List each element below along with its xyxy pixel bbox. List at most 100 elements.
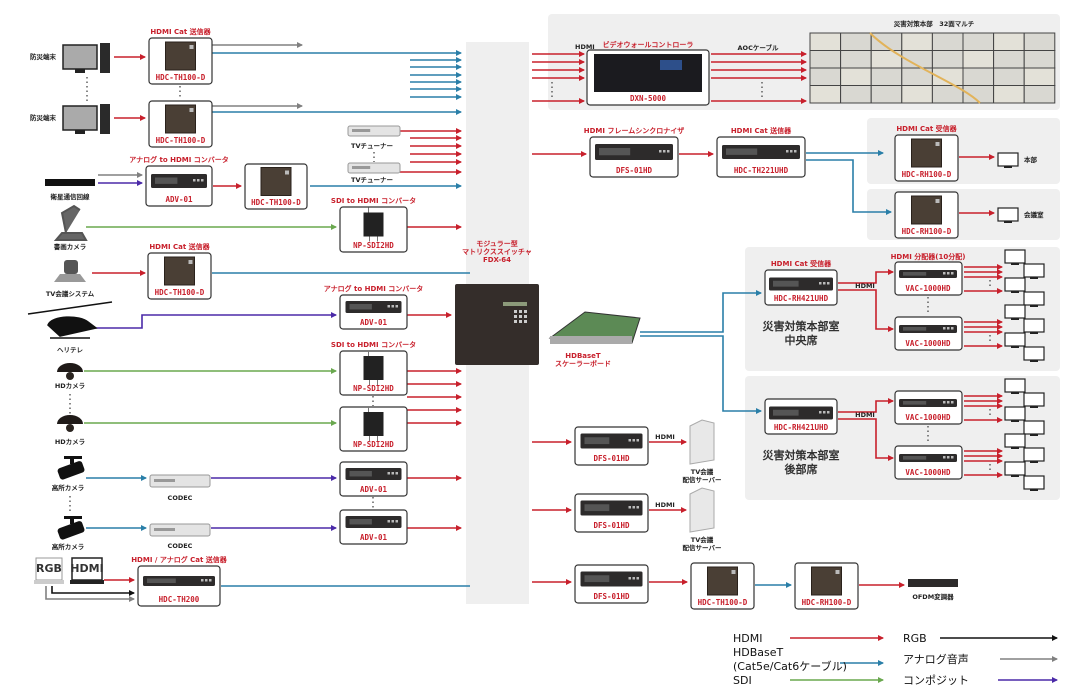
source-label: ヘリテレ bbox=[57, 346, 84, 354]
device-model: DFS-01HD bbox=[593, 454, 630, 463]
mount-glyph bbox=[70, 518, 74, 524]
port-glyph bbox=[189, 108, 194, 112]
front-panel-glyph bbox=[349, 304, 372, 310]
port-glyph bbox=[935, 199, 940, 203]
lcd-glyph bbox=[503, 302, 527, 306]
device-title: SDI to HDMI コンバータ bbox=[331, 196, 416, 205]
button-glyph bbox=[947, 327, 950, 330]
monitor-stand-glyph bbox=[1030, 360, 1038, 362]
device-model: ADV-01 bbox=[360, 533, 388, 542]
laptop-base-glyph bbox=[70, 580, 104, 584]
video-wall-panel bbox=[993, 50, 1025, 69]
camera-body-glyph bbox=[57, 461, 85, 480]
button-glyph bbox=[663, 150, 666, 153]
monitor-icon bbox=[1023, 475, 1045, 490]
front-panel-glyph bbox=[773, 409, 799, 416]
button-glyph bbox=[951, 401, 954, 404]
device-model: DFS-01HD bbox=[593, 521, 630, 530]
button-glyph bbox=[395, 472, 398, 475]
display-glyph bbox=[660, 60, 682, 70]
port-glyph bbox=[835, 570, 840, 574]
satellite-receiver-icon bbox=[45, 179, 95, 186]
front-panel-glyph bbox=[903, 327, 927, 331]
monitor-stand-glyph bbox=[1011, 392, 1019, 394]
pc-tower-glyph bbox=[100, 43, 110, 73]
sdi-converter-icon bbox=[363, 412, 384, 436]
button-glyph bbox=[209, 579, 212, 582]
device-model: HDC-RH100-D bbox=[902, 170, 952, 179]
video-wall-panel bbox=[1023, 85, 1056, 104]
button-glyph bbox=[947, 272, 950, 275]
port-glyph bbox=[935, 142, 940, 146]
camera-body-glyph bbox=[57, 521, 85, 540]
device-title: SDI to HDMI コンバータ bbox=[331, 340, 416, 349]
front-panel-glyph bbox=[584, 504, 610, 512]
device-model: HDC-TH100-D bbox=[156, 73, 206, 82]
video-wall-panel bbox=[1023, 67, 1056, 86]
video-wall-panel bbox=[809, 85, 842, 104]
device-model: HDC-RH421UHD bbox=[774, 294, 829, 303]
button-glyph bbox=[387, 472, 390, 475]
monitor-stand-glyph bbox=[1004, 166, 1012, 168]
device-model: HDC-RH100-D bbox=[902, 227, 952, 236]
hdmi-label: HDMI bbox=[655, 433, 675, 441]
video-wall-panel bbox=[809, 32, 842, 51]
matrix-title: FDX-64 bbox=[483, 256, 511, 264]
port-glyph bbox=[188, 260, 193, 264]
source-label: 衛星通信回線 bbox=[50, 192, 91, 201]
server-label: 配信サーバー bbox=[683, 543, 722, 552]
device-model: VAC-1000HD bbox=[905, 284, 951, 293]
video-wall-panel bbox=[901, 85, 933, 104]
keypad-glyph bbox=[514, 320, 517, 323]
monitor-stand-glyph bbox=[1011, 318, 1019, 320]
button-glyph bbox=[391, 305, 394, 308]
source-label: 書画カメラ bbox=[54, 242, 87, 251]
cat-extender-icon bbox=[811, 566, 842, 596]
button-glyph bbox=[636, 439, 639, 442]
front-panel-glyph bbox=[147, 578, 176, 584]
lens-glyph bbox=[66, 424, 74, 432]
monitor-stand-glyph bbox=[1011, 291, 1019, 293]
legend-label: コンポジット bbox=[903, 674, 969, 687]
device-model: DFS-01HD bbox=[593, 592, 630, 601]
front-panel-glyph bbox=[584, 437, 610, 445]
button-glyph bbox=[790, 150, 793, 153]
monitor-icon bbox=[1023, 318, 1045, 333]
bullet-camera-icon bbox=[64, 516, 82, 519]
laptop-base-glyph bbox=[34, 580, 64, 584]
cable-rgb bbox=[51, 586, 135, 596]
hdmi-laptop-label: HDMI bbox=[70, 562, 103, 575]
dome-camera-icon bbox=[57, 363, 83, 372]
codec-label: CODEC bbox=[168, 542, 193, 550]
board-faceplate-glyph bbox=[550, 336, 632, 344]
monitor-stand-glyph bbox=[1011, 447, 1019, 449]
legend-label: アナログ音声 bbox=[903, 652, 969, 666]
legend-label: HDMI bbox=[733, 632, 762, 645]
monitor-icon bbox=[997, 207, 1019, 222]
matrix-switcher-icon bbox=[455, 284, 539, 365]
keypad-glyph bbox=[519, 320, 522, 323]
monitor-stand-glyph bbox=[75, 69, 85, 73]
monitor-icon bbox=[1023, 420, 1045, 435]
pc-tower-glyph bbox=[100, 104, 110, 134]
codec-icon bbox=[149, 474, 211, 488]
button-glyph bbox=[943, 401, 946, 404]
hdmi-label: HDMI bbox=[655, 501, 675, 509]
monitor-stand-glyph bbox=[75, 130, 85, 134]
device-model: VAC-1000HD bbox=[905, 413, 951, 422]
front-panel-glyph bbox=[903, 456, 927, 460]
hdmi-label: HDMI bbox=[855, 282, 875, 290]
button-glyph bbox=[197, 179, 200, 182]
button-glyph bbox=[794, 150, 797, 153]
server-icon bbox=[689, 419, 715, 465]
source-label: TV会議システム bbox=[46, 289, 95, 298]
video-wall-panel bbox=[962, 50, 995, 69]
hdmi-cable bbox=[838, 418, 894, 461]
button-glyph bbox=[628, 506, 631, 509]
button-glyph bbox=[951, 456, 954, 459]
video-wall-panel bbox=[870, 85, 903, 104]
hdmi-cable bbox=[838, 269, 894, 284]
server-label: TV会議 bbox=[691, 467, 714, 476]
monitor-icon bbox=[1004, 249, 1026, 264]
